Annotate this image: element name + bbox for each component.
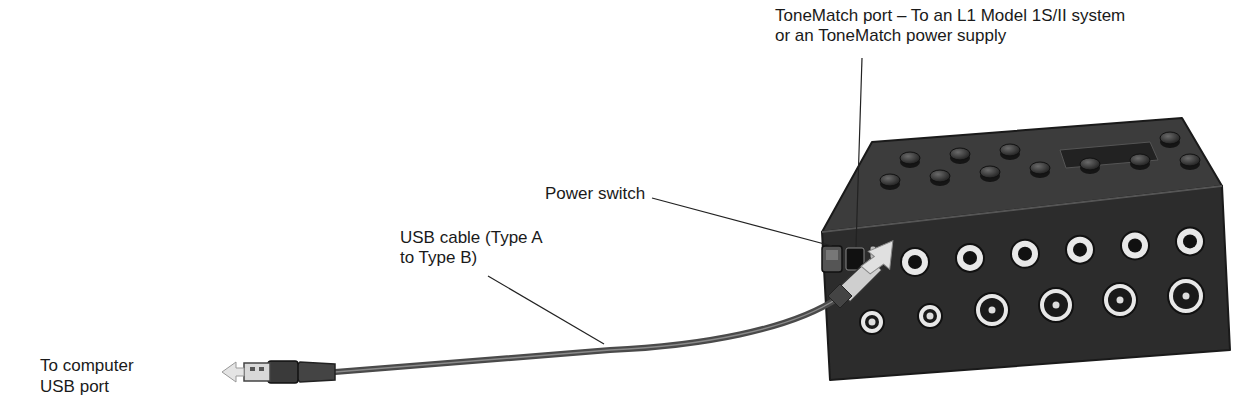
combo-jack [1039,288,1073,322]
jack-ring [860,310,884,334]
jack-center [1117,297,1124,304]
quarter-inch-jack [901,248,929,276]
jack-center [1053,302,1060,309]
port-label: ToneMatch port – To an L1 Model 1S/II sy… [775,6,1145,47]
jack-center [989,307,996,314]
quarter-inch-jack [956,244,984,272]
knob [1130,154,1150,170]
usb-a-hole [250,367,255,371]
mixer-front [822,186,1230,380]
jack-face [1108,288,1132,312]
knob [930,170,950,186]
jack-face [1044,293,1068,317]
jack-ring [975,293,1009,327]
power-switch-rocker [826,250,838,260]
jack-ring [1168,278,1204,314]
jacks [860,227,1204,334]
jack-face [865,315,879,329]
knob [900,152,920,168]
quarter-inch-jack [1176,227,1204,255]
usb-cable-highlight [335,298,838,372]
switch-label: Power switch [545,184,675,204]
quarter-inch-jack [1011,240,1039,268]
jack-hole [908,255,922,269]
jack-hole [1073,243,1087,257]
jack-center [869,319,876,326]
power-switch [822,246,842,272]
jack-hole [963,251,977,265]
leader-line [856,58,862,247]
combo-jack [1103,283,1137,317]
jack-ring [901,248,929,276]
jack-center [1183,293,1190,300]
jack-ring [1176,227,1204,255]
knob-cap [1160,132,1180,144]
knob [1180,154,1200,170]
jack-ring [1039,288,1073,322]
usb-a-boot [296,362,335,382]
mixer-edge [822,186,1222,232]
knob [1000,144,1020,160]
combo-jack [1168,278,1204,314]
knob-cap [930,170,950,182]
combo-jack [975,293,1009,327]
jack-ring [956,244,984,272]
knob-cap [880,174,900,186]
usb-a-connector [244,363,270,381]
jack-ring [1103,283,1137,317]
quarter-inch-jack [1121,232,1149,260]
knob-cap [950,148,970,160]
jack-hole [1018,247,1032,261]
combo-jack [860,310,884,334]
leader-line [488,276,604,344]
knob [980,166,1000,182]
knob [880,174,900,190]
jack-ring [1121,232,1149,260]
cable-label: USB cable (Type A to Type B) [400,228,560,269]
knob-cap [1130,154,1150,166]
combo-jack [918,304,942,328]
knob-cap [1180,154,1200,166]
jack-hole [1128,239,1142,253]
knob [1160,132,1180,148]
jack-face [1173,283,1199,309]
usb-b-boot [828,284,852,308]
knob-cap [1080,158,1100,170]
usb-a-body [268,361,298,383]
jack-ring [1066,236,1094,264]
insert-arrow [858,233,905,282]
jack-center [927,313,934,320]
leader-line [652,198,832,246]
usb-cable [335,298,838,372]
jack-hole [1183,234,1197,248]
usb-a-hole [259,367,264,371]
knob [1030,162,1050,178]
destination-label: To computer USB port [40,356,145,397]
knob-cap [1000,144,1020,156]
knob [1080,158,1100,174]
knobs [880,132,1200,190]
knob-cap [980,166,1000,178]
jack-ring [1011,240,1039,268]
jack-face [980,298,1004,322]
quarter-inch-jack [1066,236,1094,264]
knob [950,148,970,164]
direction-arrow [222,362,244,382]
knob-cap [1030,162,1050,174]
mixer-display [1060,142,1158,168]
jack-ring [918,304,942,328]
jack-face [923,309,937,323]
knob-cap [900,152,920,164]
